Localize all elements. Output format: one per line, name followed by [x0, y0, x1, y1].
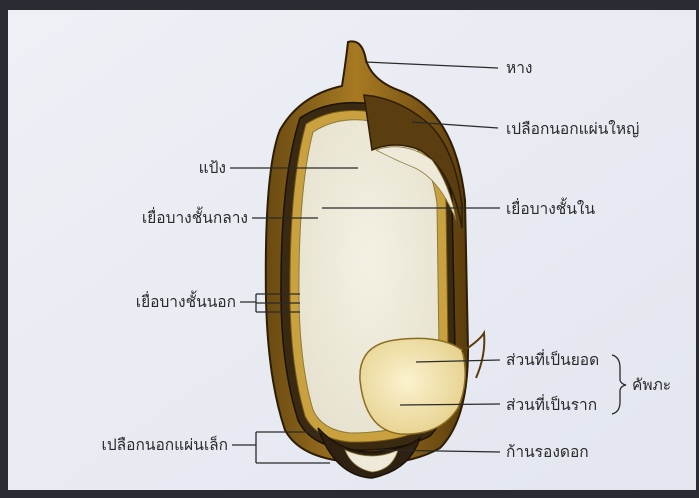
label-small-outer-husk: เปลือกนอกแผ่นเล็ก	[102, 435, 228, 454]
label-shoot-part: ส่วนที่เป็นยอด	[506, 349, 599, 369]
label-pedicel: ก้านรองดอก	[506, 443, 589, 461]
label-large-outer-husk: เปลือกนอกแผ่นใหญ่	[506, 120, 639, 138]
label-root-part: ส่วนที่เป็นราก	[506, 394, 597, 414]
label-outer-membrane: เยื่อบางชั้นนอก	[136, 290, 236, 311]
label-inner-membrane: เยื่อบางชั้นใน	[506, 197, 595, 218]
label-middle-membrane: เยื่อบางชั้นกลาง	[142, 206, 248, 227]
label-embryo: คัพภะ	[632, 376, 671, 394]
label-starch: แป้ง	[199, 159, 226, 177]
label-tail: หาง	[506, 59, 533, 77]
